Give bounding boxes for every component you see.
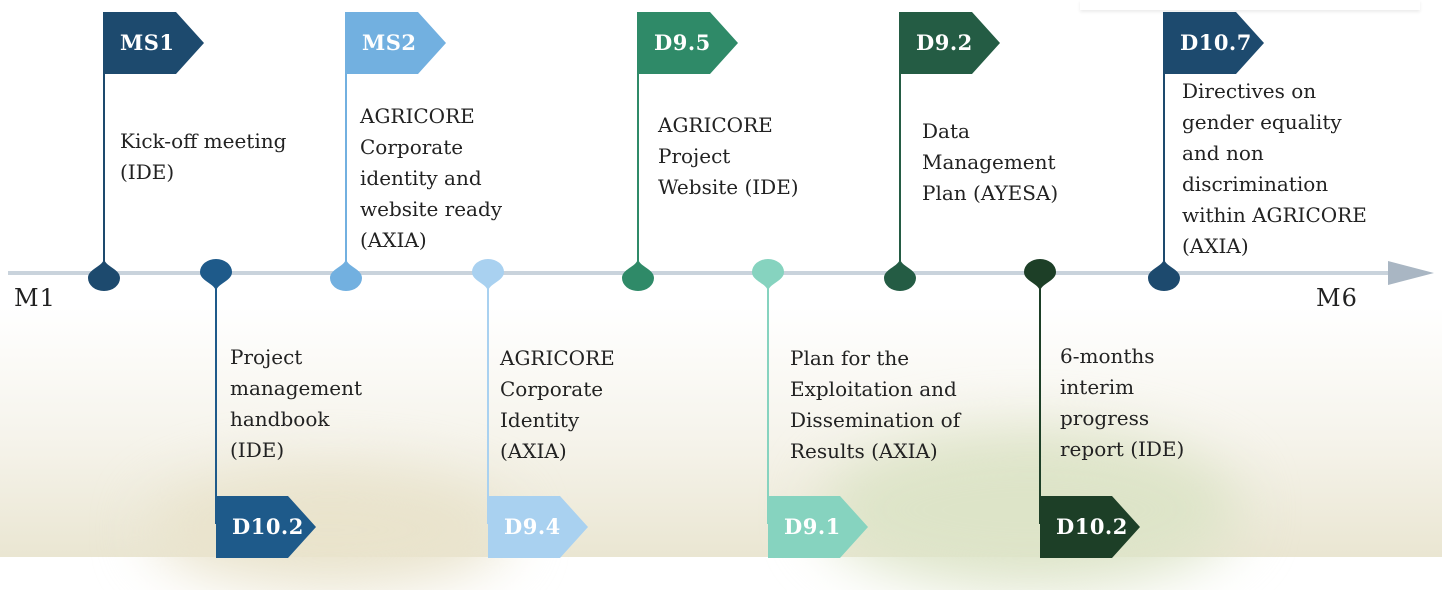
milestone-description-line: Corporate <box>360 135 464 159</box>
milestone-description: Project management handbook (IDE) <box>230 342 362 466</box>
milestone-connector <box>487 284 489 524</box>
milestone-description-line: Website (IDE) <box>658 175 799 199</box>
milestone-description-line: AGRICORE <box>500 346 615 370</box>
timeline-end-label: M6 <box>1316 284 1358 312</box>
background-glow <box>150 470 510 590</box>
milestone-description-line: identity and <box>360 166 482 190</box>
timeline-arrowhead <box>1388 261 1434 285</box>
milestone-description-line: management <box>230 376 363 400</box>
milestone-connector <box>1163 12 1165 262</box>
milestone-description-line: (AXIA) <box>360 228 427 252</box>
milestone-connector <box>103 12 105 262</box>
milestone-code: D9.1 <box>784 514 841 539</box>
milestone-description: Directives on gender equality and non discr… <box>1182 76 1367 262</box>
milestone-code: D9.5 <box>654 30 711 55</box>
milestone-description-line: AGRICORE <box>360 104 475 128</box>
milestone-code-flag: D9.5 <box>638 12 738 74</box>
milestone-code: D10.7 <box>1180 30 1252 55</box>
milestone-pin <box>1148 259 1180 291</box>
milestone-description-line: website ready <box>360 197 503 221</box>
milestone-connector <box>899 12 901 262</box>
milestone-description: Kick-off meeting (IDE) <box>120 126 286 188</box>
milestone-code-flag: D10.7 <box>1164 12 1264 74</box>
milestone-code-flag: MS1 <box>104 12 204 74</box>
milestone-description-line: progress <box>1060 406 1150 430</box>
milestone-description-line: Kick-off meeting <box>120 129 287 153</box>
milestone-code: D9.4 <box>504 514 561 539</box>
milestone-description-line: Identity <box>500 408 580 432</box>
milestone-pin <box>330 259 362 291</box>
timeline-start-label: M1 <box>14 284 56 312</box>
milestone-pin <box>200 259 232 291</box>
milestone-description-line: interim <box>1060 375 1135 399</box>
milestone-code: MS1 <box>120 30 175 55</box>
milestone-connector <box>767 284 769 524</box>
milestone-description-line: Results (AXIA) <box>790 439 938 463</box>
milestone-pin <box>472 259 504 291</box>
milestone-description-line: Project <box>230 345 303 369</box>
milestone-connector <box>1039 284 1041 524</box>
milestone-description-line: (IDE) <box>230 438 285 462</box>
milestone-code-flag: D9.4 <box>488 496 588 558</box>
milestone-description: AGRICORE Corporate identity and website rea… <box>360 101 502 256</box>
milestone-pin <box>622 259 654 291</box>
milestone-pin <box>884 259 916 291</box>
milestone-description-line: Directives on <box>1182 79 1317 103</box>
timeline-axis <box>8 271 1393 275</box>
milestone-connector <box>215 284 217 524</box>
milestone-description-line: (AXIA) <box>1182 234 1249 258</box>
milestone-description-line: Management <box>922 150 1056 174</box>
milestone-description-line: Data <box>922 119 970 143</box>
milestone-description-line: handbook <box>230 407 330 431</box>
milestone-description-line: Corporate <box>500 377 604 401</box>
corner-panel <box>1080 0 1420 10</box>
milestone-description-line: Dissemination of <box>790 408 961 432</box>
milestone-pin <box>1024 259 1056 291</box>
milestone-description-line: 6-months <box>1060 344 1155 368</box>
milestone-code-flag: D9.2 <box>900 12 1000 74</box>
milestone-description: 6-months interim progress report (IDE) <box>1060 341 1184 465</box>
milestone-description-line: Plan for the <box>790 346 910 370</box>
milestone-description-line: (IDE) <box>120 160 175 184</box>
milestone-description-line: within AGRICORE <box>1182 203 1367 227</box>
milestone-description-line: (AXIA) <box>500 439 567 463</box>
milestone-description-line: report (IDE) <box>1060 437 1185 461</box>
milestone-description-line: Exploitation and <box>790 377 957 401</box>
milestone-description-line: discrimination <box>1182 172 1329 196</box>
milestone-code: D9.2 <box>916 30 973 55</box>
milestone-description-line: AGRICORE <box>658 113 773 137</box>
milestone-pin <box>752 259 784 291</box>
milestone-code: D10.2 <box>232 514 304 539</box>
milestone-connector <box>345 12 347 262</box>
milestone-description-line: Plan (AYESA) <box>922 181 1059 205</box>
milestone-code-flag: MS2 <box>346 12 446 74</box>
milestone-connector <box>637 12 639 262</box>
milestone-pin <box>88 259 120 291</box>
milestone-code: D10.2 <box>1056 514 1128 539</box>
milestone-description-line: and non <box>1182 141 1264 165</box>
milestone-code: MS2 <box>362 30 417 55</box>
milestone-description-line: gender equality <box>1182 110 1342 134</box>
milestone-description-line: Project <box>658 144 731 168</box>
